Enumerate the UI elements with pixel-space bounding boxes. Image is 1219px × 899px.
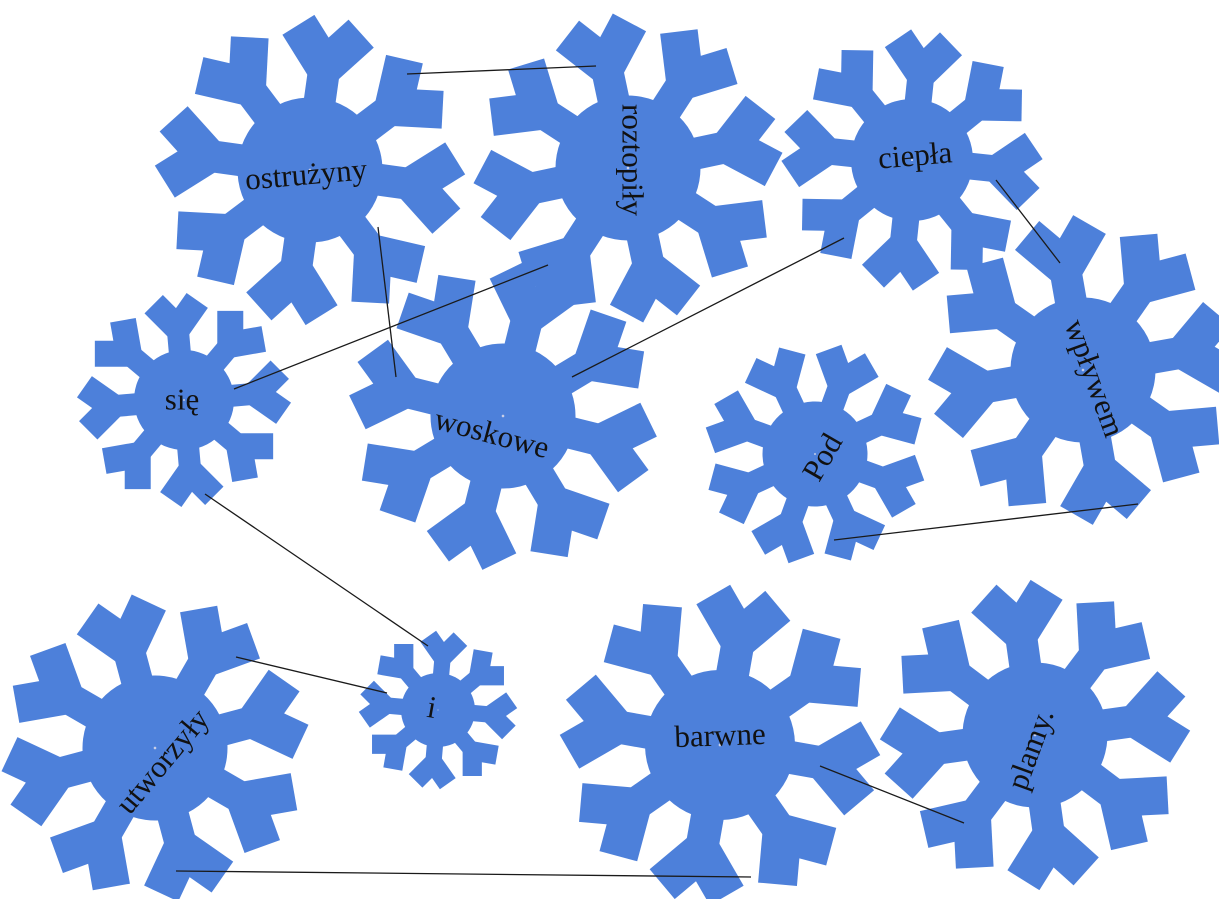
snowflake-i[interactable] <box>353 625 524 796</box>
word-barwne: barwne <box>674 716 766 754</box>
connector-line <box>407 66 596 74</box>
word-sie: się <box>165 382 199 417</box>
word-ciepla: ciepła <box>877 134 954 175</box>
word-roztopily: roztopiły <box>616 104 651 216</box>
connector-line <box>205 494 428 646</box>
